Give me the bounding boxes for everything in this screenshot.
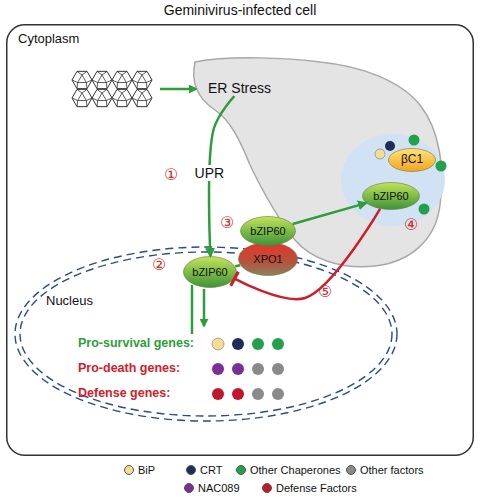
- arrow-connector: [235, 265, 240, 266]
- legend-text: Other Chaperones: [250, 464, 341, 476]
- protein-outline: [239, 243, 298, 276]
- node-text: βC1: [388, 148, 436, 172]
- legend-swatch: [184, 483, 194, 493]
- cell-outline: [7, 25, 474, 456]
- protein-outline: [241, 217, 296, 246]
- legend-text: NAC089: [198, 482, 240, 494]
- node-text: Nucleus: [46, 294, 93, 309]
- callout-number: ⑤: [318, 283, 332, 301]
- legend-item: CRT: [186, 464, 222, 476]
- legend-swatch: [186, 465, 196, 475]
- er-compartment: βC1 bZIP60 ER Stress: [188, 56, 444, 270]
- protein-ellipse: βC1: [388, 148, 436, 172]
- protein-outline: [389, 149, 436, 172]
- callout-number: ③: [220, 214, 234, 232]
- legend-swatch: [236, 465, 246, 475]
- legend-text: BiP: [138, 464, 155, 476]
- node-text: bZIP60: [183, 256, 237, 288]
- node-text: XPO1: [238, 242, 298, 276]
- protein-ellipse: bZIP60: [362, 182, 420, 210]
- cell-box: βC1bZIP60ER StressbZIP60NucleusbZIP60XPO…: [6, 24, 474, 456]
- protein-ellipse: XPO1: [238, 242, 298, 276]
- protein-outline: [184, 257, 237, 288]
- inhibition-connector: [235, 209, 381, 299]
- arrow-connector: [293, 203, 366, 224]
- legend-item: Other factors: [346, 464, 424, 476]
- callout-number: ①: [164, 166, 178, 184]
- protein-ellipse: bZIP60: [240, 216, 296, 246]
- legend-text: Defense Factors: [276, 482, 357, 494]
- protein-ellipse: bZIP60: [183, 256, 237, 288]
- legend-text: CRT: [200, 464, 222, 476]
- legend-swatch: [346, 465, 356, 475]
- node-text: bZIP60: [240, 216, 296, 246]
- legend-item: Defense Factors: [262, 482, 357, 494]
- callout-number: ②: [152, 256, 166, 274]
- gene-class-label: Defense genes:: [78, 386, 170, 400]
- region-label: Cytoplasm: [18, 32, 79, 47]
- nucleus-compartment: bZIP60Nucleus: [14, 246, 398, 422]
- legend-item: NAC089: [184, 482, 240, 494]
- legend-text: Other factors: [360, 464, 424, 476]
- node-text: ER Stress: [208, 80, 271, 96]
- protein-outline: [363, 183, 420, 210]
- gene-class-label: Pro-survival genes:: [78, 336, 194, 350]
- gene-class-label: Pro-death genes:: [78, 361, 180, 375]
- legend-swatch: [124, 465, 134, 475]
- node-text: bZIP60: [362, 182, 420, 210]
- legend-swatch: [262, 483, 272, 493]
- legend-item: Other Chaperones: [236, 464, 341, 476]
- callout-number: ④: [404, 216, 418, 234]
- edge-label: UPR: [193, 165, 227, 181]
- legend-item: BiP: [124, 464, 155, 476]
- node-text: Geminivirus-infected cell: [6, 2, 474, 18]
